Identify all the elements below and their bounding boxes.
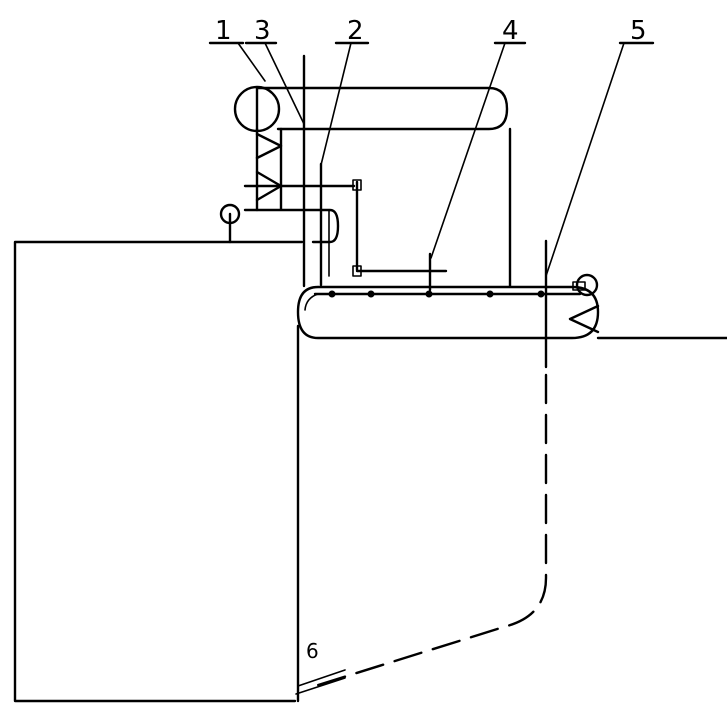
conveyor-dot xyxy=(328,290,336,298)
leader-5 xyxy=(545,42,625,277)
label-4: 4 xyxy=(502,16,519,46)
label-5: 5 xyxy=(630,16,647,46)
lower-belt-left-curve xyxy=(304,293,319,311)
small-hook xyxy=(243,208,340,244)
conveyor-dot xyxy=(486,290,494,298)
right-chevron xyxy=(568,304,600,334)
lower-conveyor-belt xyxy=(296,285,600,340)
conveyor-dot xyxy=(425,290,433,298)
leader-1 xyxy=(237,42,266,82)
label-1: 1 xyxy=(215,16,232,46)
mark-6-line-1 xyxy=(297,669,346,687)
conveyor-dot xyxy=(537,290,545,298)
mark-6-line-2 xyxy=(295,677,346,695)
conveyor-dot xyxy=(367,290,375,298)
leader-2 xyxy=(320,42,352,166)
upper-chevron xyxy=(255,132,283,160)
right-small-roller xyxy=(575,273,599,297)
leader-3 xyxy=(264,42,305,125)
label-3: 3 xyxy=(254,16,271,46)
label-2: 2 xyxy=(347,16,364,46)
leader-4 xyxy=(430,42,506,259)
upper-loop-belt xyxy=(255,86,509,131)
linkage-top-pin xyxy=(352,179,362,191)
label-6: 6 xyxy=(306,639,319,663)
hanging-frame xyxy=(255,127,283,212)
left-block xyxy=(13,240,304,703)
dashed-path xyxy=(313,373,548,688)
right-roller-block xyxy=(572,281,586,291)
